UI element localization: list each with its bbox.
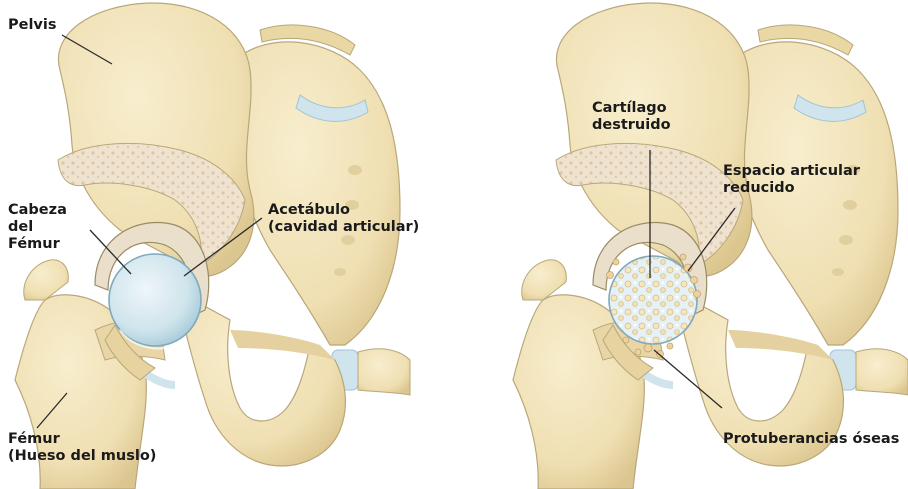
- label-bone-spurs-line-1: Protuberancias óseas: [723, 431, 899, 448]
- label-femur-line-2: (Hueso del muslo): [8, 448, 156, 465]
- label-femur: Fémur (Hueso del muslo): [8, 431, 156, 465]
- label-bone-spurs: Protuberancias óseas: [723, 431, 899, 448]
- label-reduced-space: Espacio articular reducido: [723, 163, 860, 197]
- label-acetabulum-line-1: Acetábulo: [268, 202, 419, 219]
- label-acetabulum: Acetábulo (cavidad articular): [268, 202, 419, 236]
- label-acetabulum-line-2: (cavidad articular): [268, 219, 419, 236]
- label-femur-line-1: Fémur: [8, 431, 156, 448]
- label-destroyed-cartilage-line-1: Cartílago: [592, 100, 671, 117]
- label-femoral-head: Cabeza del Fémur: [8, 202, 67, 253]
- label-destroyed-cartilage-line-2: destruido: [592, 117, 671, 134]
- label-pelvis: Pelvis: [8, 17, 56, 34]
- label-reduced-space-line-1: Espacio articular: [723, 163, 860, 180]
- arthritic-joint-illustration: [513, 3, 908, 489]
- label-reduced-space-line-2: reducido: [723, 180, 860, 197]
- healthy-joint-illustration: [15, 3, 410, 489]
- label-femoral-head-line-3: Fémur: [8, 236, 67, 253]
- label-femoral-head-line-2: del: [8, 219, 67, 236]
- label-femoral-head-line-1: Cabeza: [8, 202, 67, 219]
- label-destroyed-cartilage: Cartílago destruido: [592, 100, 671, 134]
- label-pelvis-line-1: Pelvis: [8, 17, 56, 34]
